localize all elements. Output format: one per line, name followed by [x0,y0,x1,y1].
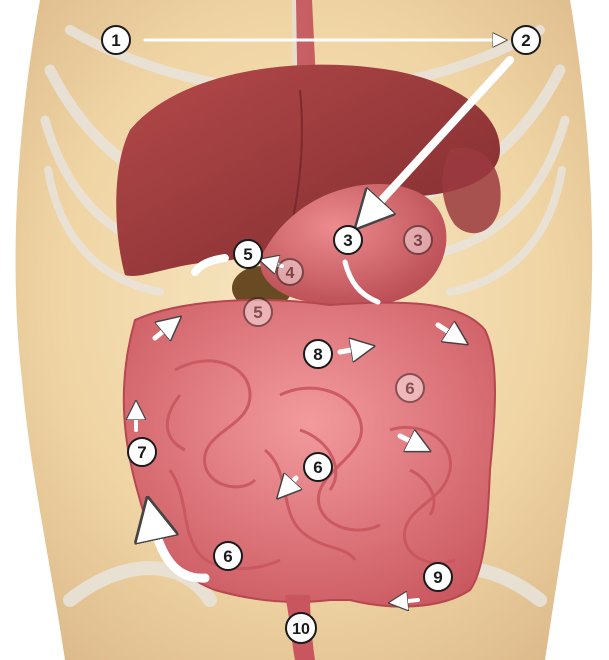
svg-text:2: 2 [521,31,530,50]
label-8: 8 [304,340,332,368]
svg-text:6: 6 [405,379,414,398]
svg-text:5: 5 [243,245,252,264]
arrow-9 [398,600,418,602]
label-5-faded: 5 [244,298,272,326]
label-2: 2 [512,26,540,54]
label-7: 7 [128,438,156,466]
svg-text:6: 6 [313,458,322,477]
label-4-faded: 4 [277,259,303,285]
svg-text:3: 3 [343,231,352,250]
svg-text:4: 4 [286,265,295,282]
label-1: 1 [102,26,130,54]
label-9: 9 [424,563,452,591]
label-5: 5 [234,240,262,268]
svg-text:3: 3 [413,231,422,250]
label-6-lower: 6 [214,542,242,570]
svg-text:1: 1 [111,31,120,50]
label-3-faded: 3 [404,226,432,254]
svg-text:8: 8 [313,345,322,364]
label-6-faded: 6 [396,374,424,402]
svg-text:5: 5 [253,303,262,322]
label-6-middle: 6 [304,453,332,481]
svg-text:6: 6 [223,547,232,566]
svg-text:10: 10 [292,621,310,638]
svg-text:9: 9 [433,568,442,587]
svg-text:7: 7 [137,443,146,462]
label-3: 3 [334,226,362,254]
label-10: 10 [286,613,316,643]
